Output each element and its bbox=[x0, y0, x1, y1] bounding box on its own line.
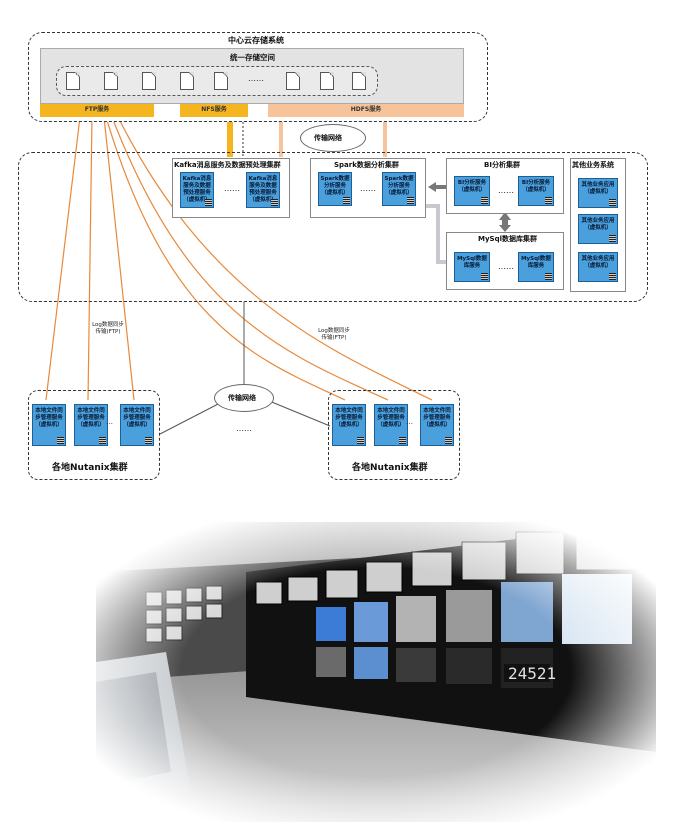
local-sync-node: 本地文件同步管理服务（虚拟机） bbox=[74, 404, 108, 446]
file-icon bbox=[104, 72, 118, 90]
spark-node: Spark数据分析服务（虚拟机） bbox=[382, 172, 416, 206]
ftp-link-left-1 bbox=[45, 116, 81, 401]
log-label-left: Log数据同步传输(FTP) bbox=[92, 322, 124, 335]
spark-ellipsis: …… bbox=[360, 184, 376, 193]
file-icon bbox=[352, 72, 366, 90]
spark-node: Spark数据分析服务（虚拟机） bbox=[318, 172, 352, 206]
local-sync-node: 本地文件同步管理服务（虚拟机） bbox=[374, 404, 408, 446]
ftp-link-left-3 bbox=[103, 116, 135, 401]
hdfs-service-bar: HDFS服务 bbox=[268, 104, 464, 117]
mysql-node: MySql数据库服务 bbox=[454, 252, 490, 282]
ftp-link-right-3 bbox=[117, 116, 433, 401]
bi-node: BI分析服务（虚拟机） bbox=[518, 176, 554, 206]
left-cluster-title: 各地Nutanix集群 bbox=[52, 463, 128, 473]
bi-node: BI分析服务（虚拟机） bbox=[454, 176, 490, 206]
kafka-title: Kafka消息服务及数据预处理集群 bbox=[174, 161, 281, 169]
kafka-node: Kafka消息服务及数据预处理服务（虚拟机） bbox=[180, 172, 214, 208]
ftp-link-left-2 bbox=[87, 116, 93, 401]
nfs-connector bbox=[227, 117, 233, 157]
bi-ellipsis: …… bbox=[498, 186, 514, 195]
ftp-link-right-1 bbox=[105, 116, 346, 401]
ftp-link-right-2 bbox=[111, 116, 389, 401]
network-label-bottom: 传输网络 bbox=[228, 394, 256, 402]
file-icon bbox=[142, 72, 156, 90]
other-node: 其他业务应用（虚拟机） bbox=[578, 252, 618, 282]
file-icon bbox=[286, 72, 300, 90]
connection-lines bbox=[45, 114, 511, 435]
nfs-service-bar: NFS服务 bbox=[180, 104, 248, 117]
local-sync-node: 本地文件同步管理服务（虚拟机） bbox=[120, 404, 154, 446]
storage-title: 统一存储空间 bbox=[230, 53, 275, 62]
ftp-service-bar: FTP服务 bbox=[40, 104, 154, 117]
right-cluster-title: 各地Nutanix集群 bbox=[352, 463, 428, 473]
other-title: 其他业务系统 bbox=[572, 161, 614, 169]
bi-title: BI分析集群 bbox=[484, 161, 520, 169]
other-node: 其他业务应用（虚拟机） bbox=[578, 214, 618, 244]
file-icon bbox=[320, 72, 334, 90]
local-sync-node: 本地文件同步管理服务（虚拟机） bbox=[332, 404, 366, 446]
local-sync-node: 本地文件同步管理服务（虚拟机） bbox=[420, 404, 454, 446]
right-nutanix-cluster bbox=[328, 390, 460, 480]
file-icon bbox=[214, 72, 228, 90]
kafka-ellipsis: …… bbox=[224, 184, 240, 193]
central-title: 中心云存储系统 bbox=[228, 36, 284, 45]
mysql-title: MySql数据库集群 bbox=[478, 235, 537, 243]
network-label-top: 传输网络 bbox=[314, 134, 342, 142]
mysql-ellipsis: …… bbox=[498, 262, 514, 271]
files-ellipsis: …… bbox=[248, 74, 264, 83]
network-cloud-top bbox=[300, 124, 366, 152]
file-icon bbox=[180, 72, 194, 90]
other-node: 其他业务应用（虚拟机） bbox=[578, 178, 618, 208]
kafka-node: Kafka消息服务及数据预处理服务（虚拟机） bbox=[246, 172, 280, 208]
file-icon bbox=[66, 72, 80, 90]
mysql-node: MySql数据库服务 bbox=[518, 252, 554, 282]
data-center-container bbox=[18, 152, 648, 302]
local-sync-node: 本地文件同步管理服务（虚拟机） bbox=[32, 404, 66, 446]
left-nutanix-cluster bbox=[28, 390, 160, 480]
control-room-photo: 24521 bbox=[96, 522, 656, 822]
log-label-right: Log数据同步传输(FTP) bbox=[318, 328, 350, 341]
spark-title: Spark数据分析集群 bbox=[334, 161, 399, 169]
clusters-ellipsis: …… bbox=[236, 424, 252, 433]
network-cloud-bottom bbox=[214, 384, 274, 412]
